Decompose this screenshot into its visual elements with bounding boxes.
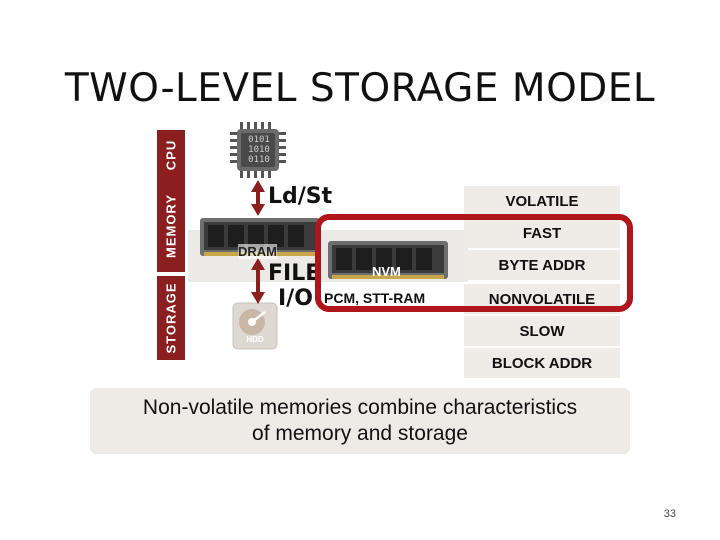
nvm-label: NVM — [372, 264, 401, 279]
memory-band: MEMORY — [157, 180, 185, 272]
storage-band-label: STORAGE — [163, 282, 179, 354]
caption-line-1: Non-volatile memories combine characteri… — [142, 396, 578, 419]
slide-title: TWO-LEVEL STORAGE MODEL — [64, 66, 656, 111]
storage-band: STORAGE — [157, 276, 185, 360]
cpu-band-label: CPU — [163, 139, 179, 171]
io-label: I/O — [278, 286, 313, 311]
page-number: 33 — [663, 508, 676, 520]
property-fast: FAST — [464, 218, 620, 248]
chip-text-line: 0110 — [248, 155, 270, 165]
hdd-label: HDD — [246, 335, 264, 344]
memory-band-label: MEMORY — [163, 193, 179, 259]
nvm-highlight-outline — [315, 214, 633, 312]
property-block-addr: BLOCK ADDR — [464, 348, 620, 378]
caption-box: Non-volatile memories combine characteri… — [90, 388, 630, 454]
chip-text-line: 0101 — [248, 135, 270, 145]
file-io-arrow-icon — [251, 258, 265, 304]
nvm-module-icon — [328, 237, 448, 283]
pcm-stt-label: PCM, STT-RAM — [324, 290, 426, 306]
property-byte-addr: BYTE ADDR — [464, 250, 620, 280]
chip-text-line: 1010 — [248, 145, 270, 155]
property-volatile: VOLATILE — [464, 186, 620, 216]
ld-st-label: Ld/St — [268, 184, 333, 209]
file-label: FILE — [268, 261, 321, 286]
ld-st-arrow-icon — [251, 180, 265, 216]
caption-line-2: of memory and storage — [252, 422, 468, 445]
cpu-band: CPU — [157, 130, 185, 180]
dram-label: DRAM — [238, 244, 277, 259]
cpu-chip-icon: 0101 1010 0110 — [228, 120, 288, 180]
property-slow: SLOW — [464, 316, 620, 346]
hdd-icon: HDD — [232, 302, 278, 350]
